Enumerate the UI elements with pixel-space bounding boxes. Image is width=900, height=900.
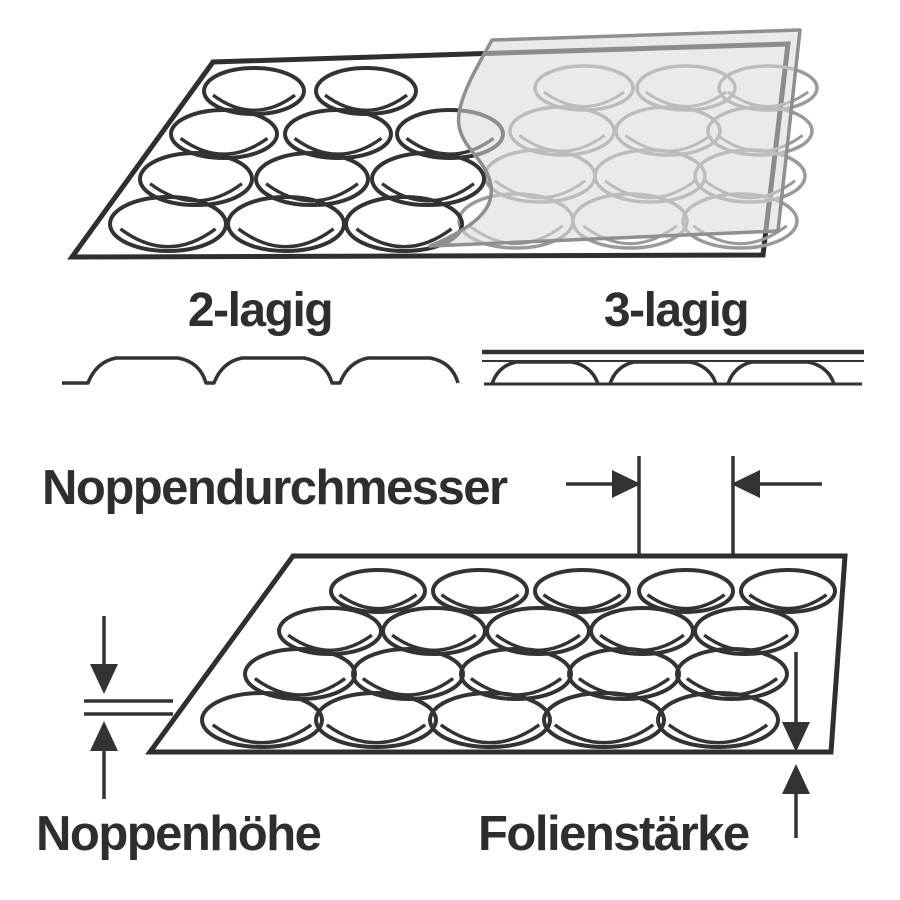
- label-three-layer: 3-lagig: [604, 284, 748, 337]
- bubble-rim: [542, 593, 622, 611]
- bottom-sheet: [145, 553, 848, 755]
- thickness-annotation: [782, 652, 810, 838]
- bubble: [329, 568, 427, 614]
- two-layer-bubbles: [108, 66, 505, 253]
- bubble: [739, 568, 837, 614]
- bubble: [314, 66, 418, 116]
- bubble-rim: [748, 593, 828, 611]
- arrow-down-icon: [90, 664, 118, 694]
- top-sheet: [67, 28, 819, 260]
- bubble: [200, 691, 324, 749]
- height-annotation: [84, 616, 173, 799]
- three-layer-bumps: [490, 360, 836, 385]
- bubble-rim: [119, 227, 217, 249]
- bubble-rim: [440, 593, 520, 611]
- bubble: [370, 151, 486, 207]
- bubble: [542, 691, 666, 749]
- bubble-rim: [338, 593, 418, 611]
- arrow-right-icon: [612, 470, 641, 498]
- bubble-rim: [211, 93, 297, 113]
- bubble-rim: [211, 723, 313, 745]
- bubble: [675, 647, 789, 701]
- arrow-left-icon: [731, 470, 760, 498]
- bubble-rim: [325, 723, 427, 745]
- label-bubble-height: Noppenhöhe: [36, 807, 321, 861]
- bubble-rim: [237, 227, 335, 249]
- bubble-rim: [323, 93, 409, 113]
- bubble-rim: [667, 723, 769, 745]
- two-layer-profile-path: [62, 356, 460, 385]
- bubble-rim: [179, 136, 269, 156]
- bubble: [431, 568, 529, 614]
- arrow-up-icon: [90, 721, 118, 751]
- film-overlay: [428, 28, 802, 248]
- bubble-rim: [646, 593, 726, 611]
- label-bubble-diameter: Noppendurchmesser: [42, 461, 508, 515]
- bubble: [656, 691, 780, 749]
- profile-three-layer: [482, 349, 864, 386]
- label-two-layer: 2-lagig: [188, 284, 332, 337]
- bubble-rim: [553, 723, 655, 745]
- bubble-rim: [439, 723, 541, 745]
- bubble: [202, 66, 306, 116]
- bubble-rim: [361, 677, 455, 697]
- bubble-rim: [253, 677, 347, 697]
- bubble-rim: [265, 182, 359, 203]
- bubble: [533, 568, 631, 614]
- bubble-rim: [149, 182, 243, 203]
- profile-two-layer: [62, 356, 460, 385]
- bubble: [637, 568, 735, 614]
- bubble-rim: [293, 136, 383, 156]
- bubble-rim: [355, 227, 453, 249]
- arrow-up-icon: [782, 764, 810, 794]
- bottom-sheet-bubbles: [200, 568, 837, 749]
- bubble-rim: [287, 633, 373, 653]
- label-film-thickness: Folienstärke: [478, 807, 749, 861]
- bubble-rim: [381, 182, 475, 203]
- bubble: [314, 691, 438, 749]
- bubble: [428, 691, 552, 749]
- bubble: [693, 606, 799, 656]
- arrow-down-icon: [782, 722, 810, 752]
